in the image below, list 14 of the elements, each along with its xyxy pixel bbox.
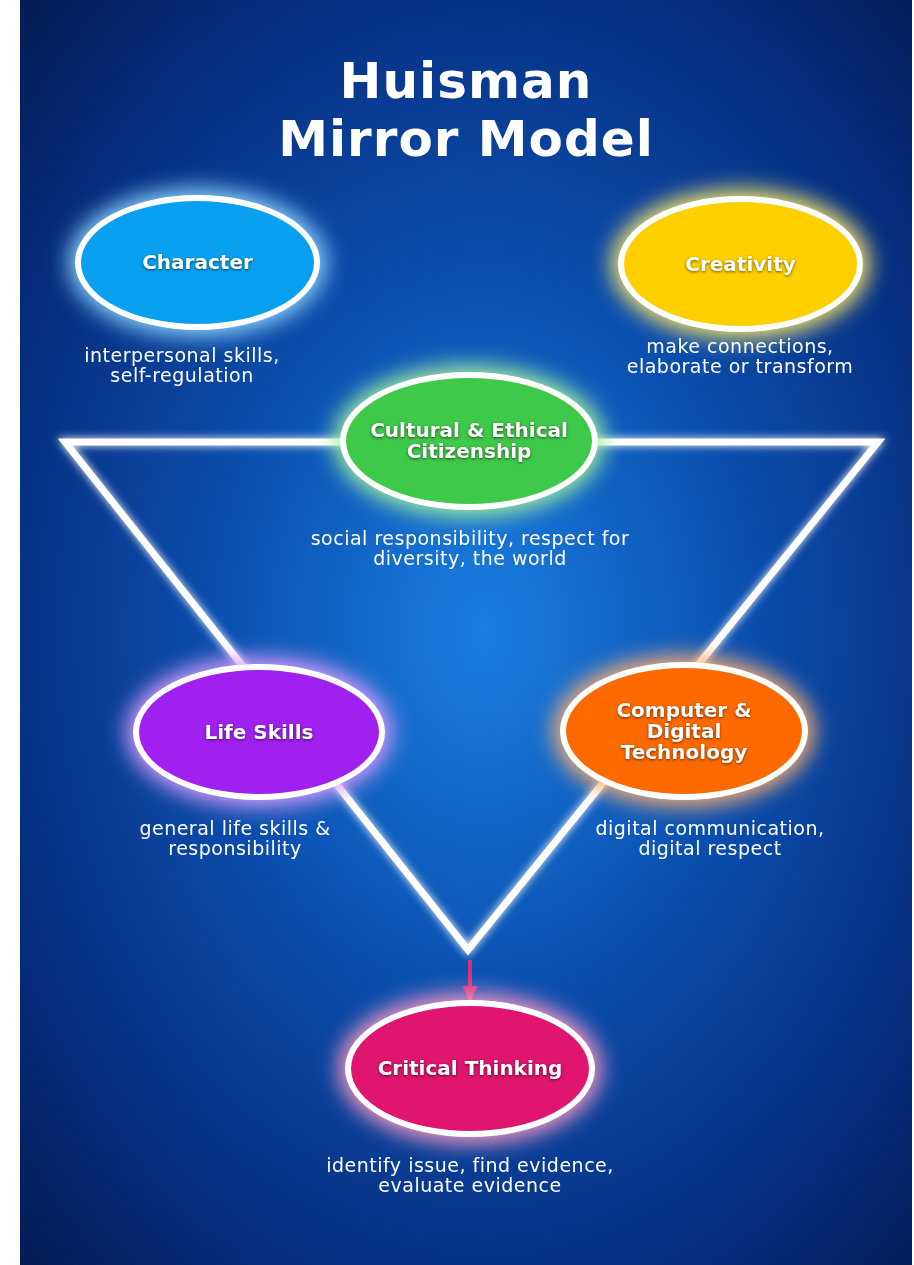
node-label: Life Skills — [203, 721, 315, 743]
description-text: social responsibility, respect for diversity, the world — [309, 528, 631, 568]
arrow — [462, 960, 478, 1002]
description-text: general life skills & responsibility — [138, 818, 332, 858]
node-label: Computer & Digital Technology — [615, 699, 753, 763]
title: Huisman Mirror Model — [277, 52, 655, 168]
description-text: make connections, elaborate or transform — [625, 336, 855, 376]
description-text: interpersonal skills, self-regulation — [83, 345, 281, 385]
node-label: Critical Thinking — [376, 1058, 564, 1079]
node-label: Character — [141, 252, 254, 273]
node-label: Creativity — [684, 253, 797, 275]
description-text: digital communication, digital respect — [594, 818, 826, 858]
node-label: Cultural & Ethical Citizenship — [369, 420, 569, 462]
description-text: identify issue, find evidence, evaluate evidence — [325, 1155, 615, 1195]
